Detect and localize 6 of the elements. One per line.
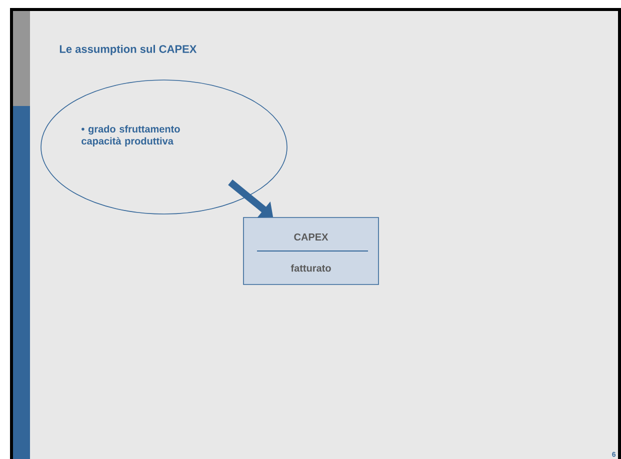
ellipse-shape (40, 80, 288, 214)
bullet-text: • grado sfruttamento capacità produttiva (82, 125, 180, 147)
ratio-text: CAPEX (294, 233, 328, 241)
ratio-text: fatturato (290, 264, 331, 272)
slide-title: Le assumption sul CAPEX (60, 44, 197, 56)
ratio-box (243, 217, 379, 285)
